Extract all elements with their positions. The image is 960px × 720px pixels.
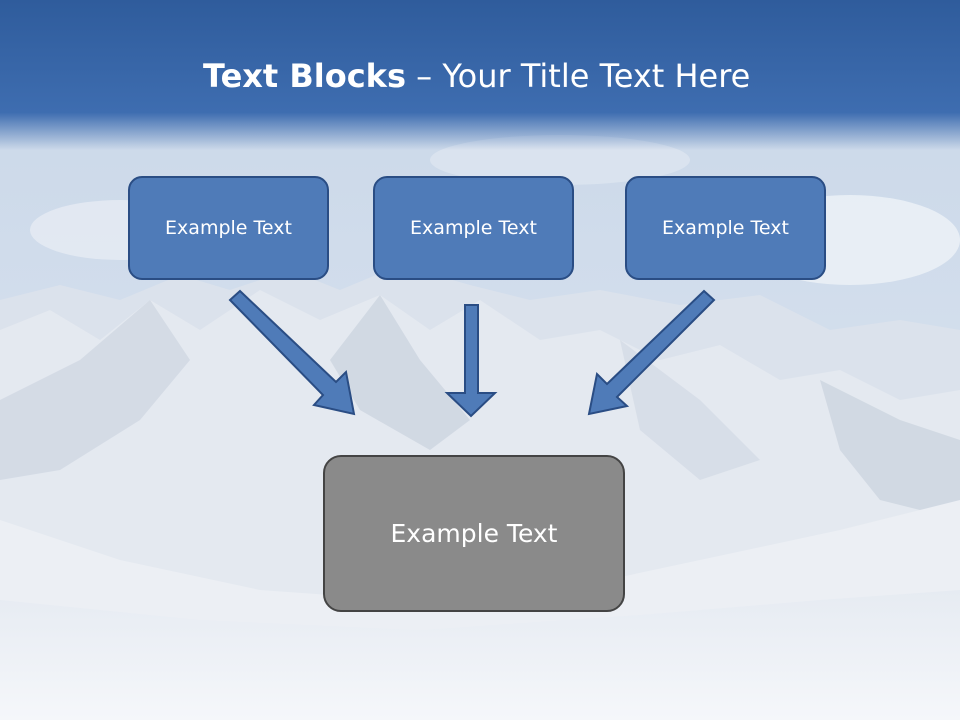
text-block-3-label: Example Text	[662, 217, 789, 239]
arrow-down-right	[228, 289, 356, 416]
text-block-2[interactable]: Example Text	[373, 176, 574, 280]
text-block-1[interactable]: Example Text	[128, 176, 329, 280]
text-block-1-label: Example Text	[165, 217, 292, 239]
arrow-down-left	[587, 289, 716, 416]
text-block-3[interactable]: Example Text	[625, 176, 826, 280]
title-bold: Text Blocks	[203, 57, 406, 95]
title-dash: –	[406, 57, 443, 95]
main-text-block-label: Example Text	[390, 519, 558, 548]
title-bar-background	[0, 0, 960, 150]
slide-title: Text Blocks – Your Title Text Here	[203, 54, 750, 98]
text-block-2-label: Example Text	[410, 217, 537, 239]
main-text-block[interactable]: Example Text	[323, 455, 625, 612]
arrow-down	[444, 304, 498, 418]
title-rest: Your Title Text Here	[442, 57, 751, 95]
